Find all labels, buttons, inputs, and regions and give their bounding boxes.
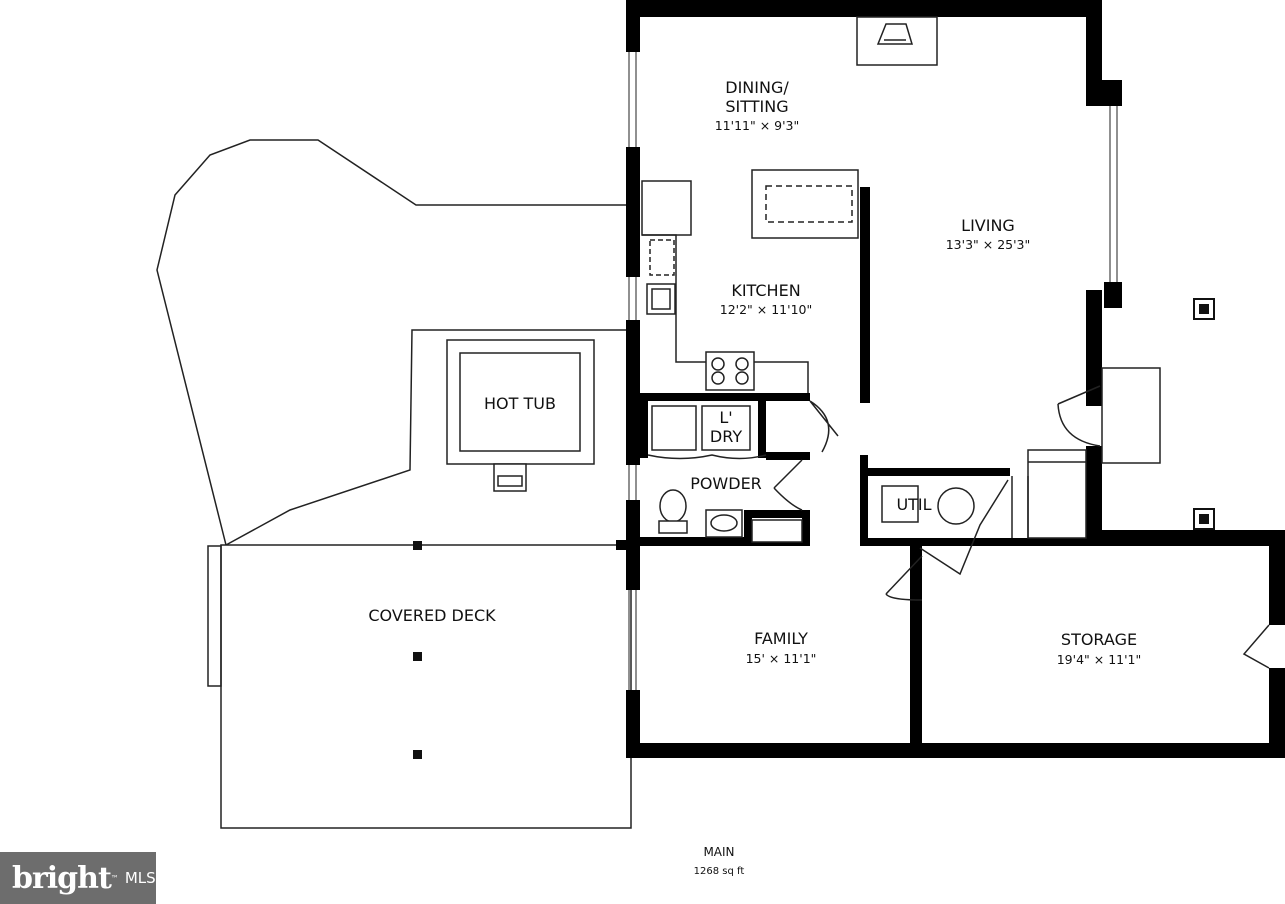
stairs [1011, 367, 1161, 539]
laundry-appliances [647, 405, 767, 460]
deck-outline [156, 139, 632, 829]
exterior-walls [616, 0, 1285, 758]
level-name: MAIN [703, 845, 734, 859]
fireplace [856, 16, 938, 66]
kitchen-island [751, 169, 859, 239]
exterior-fixtures [1193, 298, 1215, 530]
kitchen-counters [641, 180, 809, 393]
logo-mls-text: MLS [124, 869, 156, 887]
covered-deck-label: COVERED DECK [368, 606, 496, 625]
kitchen-label: KITCHEN [731, 281, 800, 300]
hot-tub [446, 339, 595, 492]
util-label: UTIL [896, 495, 931, 514]
util-fixtures [881, 485, 975, 525]
family-label: FAMILY [754, 629, 808, 648]
living-label: LIVING [961, 216, 1015, 235]
storage-label: STORAGE [1061, 630, 1137, 649]
dining-dims: 11'11" × 9'3" [715, 118, 800, 133]
powder-fixtures [658, 489, 803, 543]
logo-brand-text: bright [12, 860, 112, 896]
powder-label: POWDER [690, 474, 762, 493]
windows [628, 52, 1118, 690]
living-dims: 13'3" × 25'3" [946, 237, 1031, 252]
storage-dims: 19'4" × 11'1" [1057, 652, 1142, 667]
level-area: 1268 sq ft [694, 866, 745, 877]
laundry-label-line1: L' [719, 408, 732, 427]
doors [773, 385, 1270, 669]
hot-tub-label: HOT TUB [484, 394, 556, 413]
bright-mls-logo: bright ™ MLS [0, 852, 156, 904]
dining-label-line2: SITTING [725, 97, 788, 116]
laundry-label-line2: DRY [710, 427, 742, 446]
dining-label-line1: DINING/ [725, 78, 789, 97]
deck-posts [413, 541, 422, 759]
logo-trademark: ™ [110, 873, 119, 883]
kitchen-dims: 12'2" × 11'10" [720, 302, 812, 317]
family-dims: 15' × 11'1" [746, 651, 817, 666]
